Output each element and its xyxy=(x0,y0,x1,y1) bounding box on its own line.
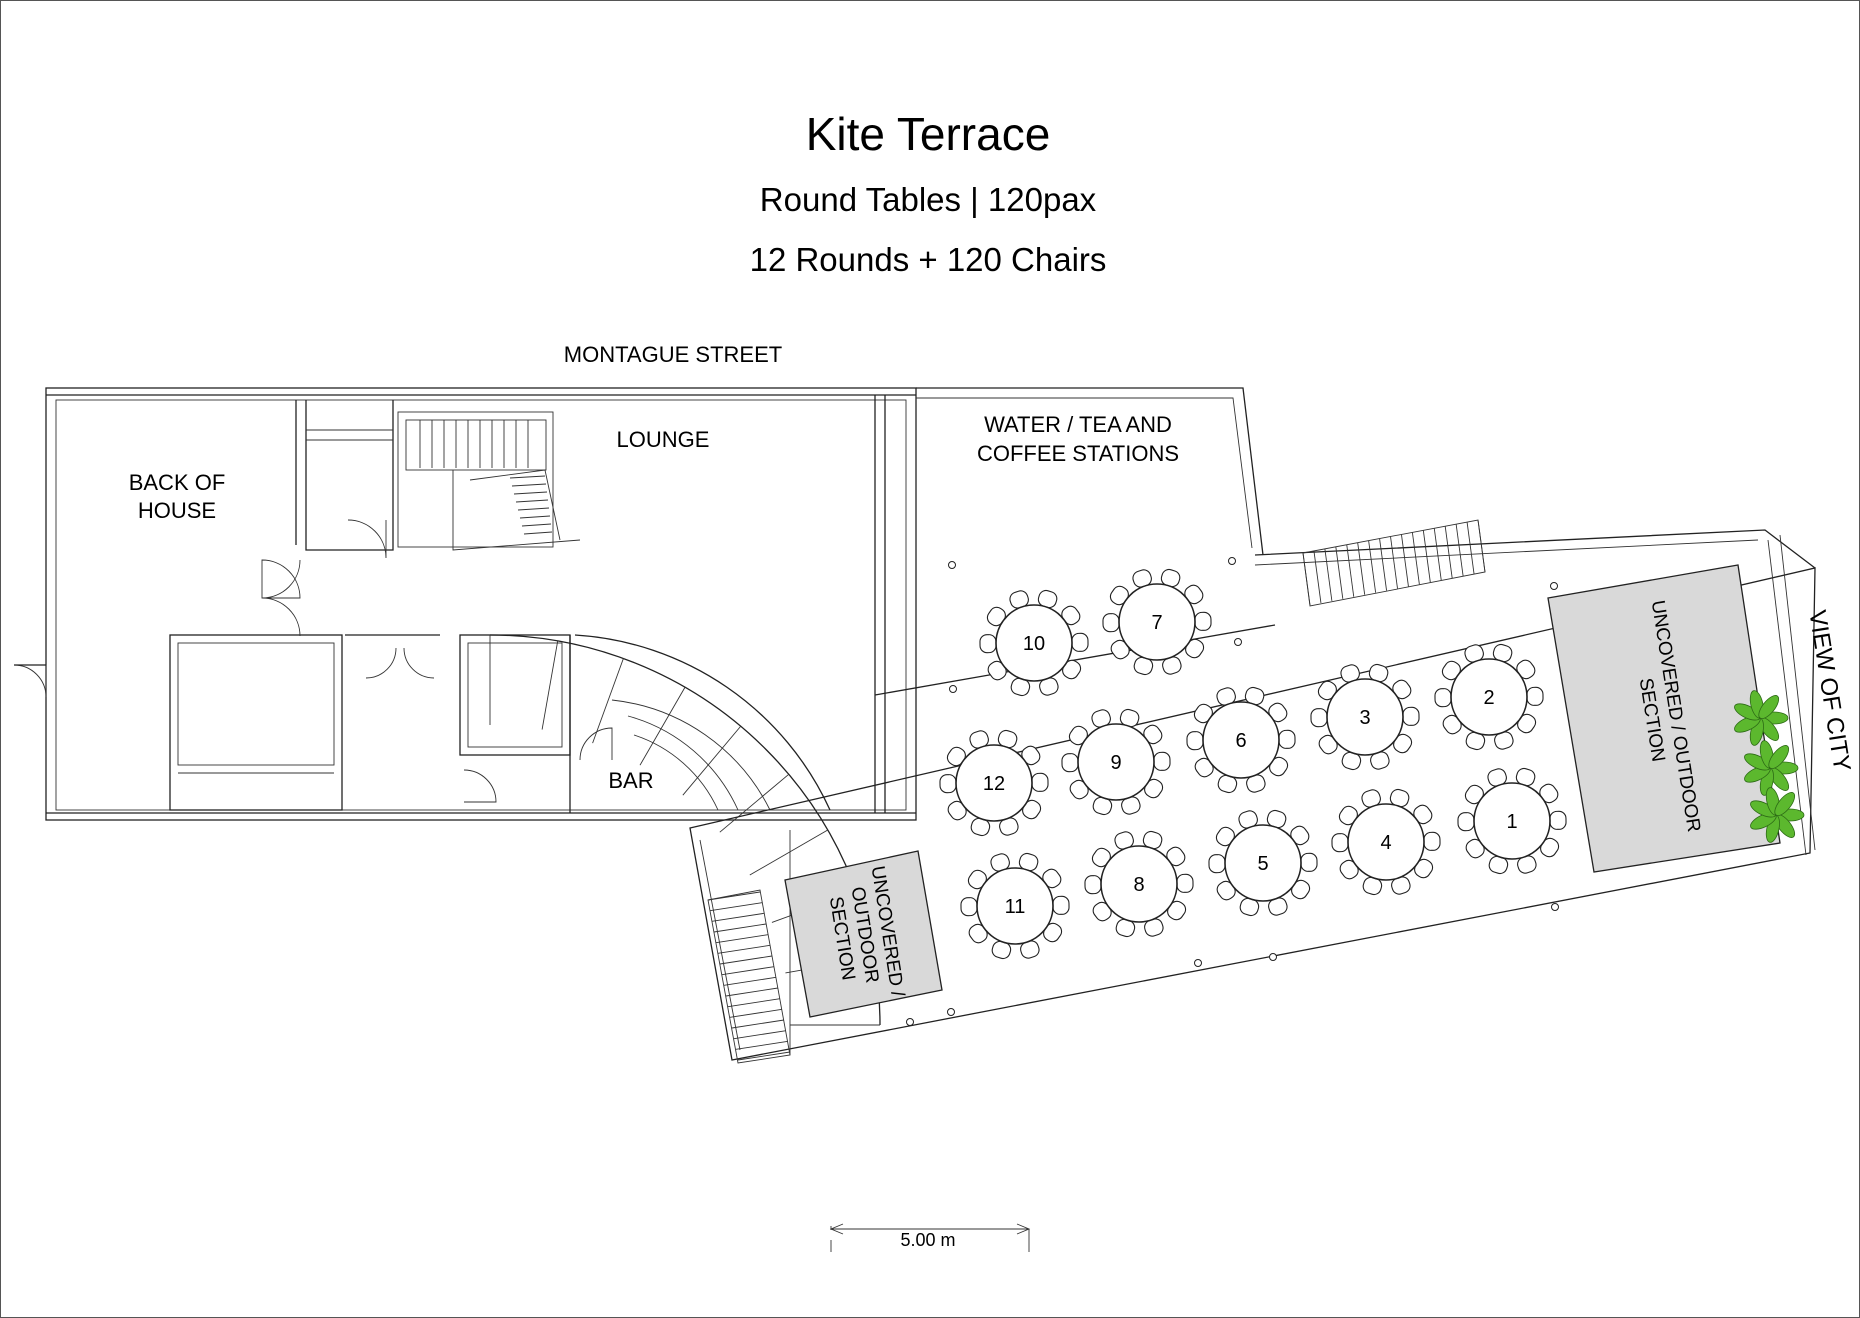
chair xyxy=(1084,875,1102,895)
table-top xyxy=(1450,658,1528,736)
table-top xyxy=(1077,723,1155,801)
table-number: 10 xyxy=(1023,633,1045,655)
columns xyxy=(906,557,1559,1026)
staircase-terrace-bottom xyxy=(707,889,791,1064)
table-number: 12 xyxy=(983,773,1005,795)
chair xyxy=(1423,831,1441,851)
table-top xyxy=(976,867,1054,945)
plan-subtitle: Round Tables | 120pax xyxy=(760,181,1097,218)
table-number: 8 xyxy=(1133,874,1144,896)
chair xyxy=(1031,772,1049,792)
table-top xyxy=(1347,803,1425,881)
chair xyxy=(1402,706,1420,726)
planter-greenery xyxy=(1734,690,1805,843)
outdoor-section-large: UNCOVERED / OUTDOOR SECTION xyxy=(1547,564,1781,873)
chair xyxy=(1526,686,1544,706)
table-top xyxy=(1202,701,1280,779)
lounge-label: LOUNGE xyxy=(617,427,710,452)
chair xyxy=(1153,751,1171,771)
table-3: 3 xyxy=(1310,663,1420,771)
column xyxy=(1269,953,1277,961)
chair xyxy=(1278,729,1296,749)
scale-bar: 5.00 m xyxy=(829,1223,1031,1252)
column xyxy=(947,1008,955,1016)
chair xyxy=(1457,812,1475,832)
table-10: 10 xyxy=(979,589,1089,697)
back-of-house-label-line2: HOUSE xyxy=(138,498,216,523)
plan-setup: 12 Rounds + 120 Chairs xyxy=(750,241,1107,278)
chair xyxy=(960,897,978,917)
table-6: 6 xyxy=(1186,686,1296,794)
column xyxy=(1550,582,1558,590)
chair xyxy=(1208,854,1226,874)
table-2: 2 xyxy=(1434,643,1544,751)
table-number: 1 xyxy=(1506,811,1517,833)
chair xyxy=(1331,833,1349,853)
column xyxy=(949,685,957,693)
plant-leaf xyxy=(1758,695,1780,720)
plant-leaf xyxy=(1768,745,1790,770)
column xyxy=(1234,638,1242,646)
terrace-outline xyxy=(689,387,1816,1061)
plan-title: Kite Terrace xyxy=(806,108,1051,160)
table-11: 11 xyxy=(960,852,1070,960)
outdoor-section-small: UNCOVERED / OUTDOOR SECTION xyxy=(784,850,943,1018)
chair xyxy=(1186,731,1204,751)
table-number: 2 xyxy=(1483,687,1494,709)
chair xyxy=(1052,895,1070,915)
column xyxy=(1228,557,1236,565)
chair xyxy=(1434,688,1452,708)
table-top xyxy=(995,604,1073,682)
table-12: 12 xyxy=(939,729,1049,837)
table-number: 7 xyxy=(1151,612,1162,634)
chair xyxy=(1194,611,1212,631)
staircase-terrace-top xyxy=(1302,519,1486,607)
building-walls xyxy=(13,387,917,821)
table-top xyxy=(955,744,1033,822)
column xyxy=(1194,959,1202,967)
chair xyxy=(939,774,957,794)
street-label: MONTAGUE STREET xyxy=(564,342,782,367)
table-top xyxy=(1118,583,1196,661)
view-of-city-label: VIEW OF CITY xyxy=(1803,608,1855,773)
table-number: 5 xyxy=(1257,853,1268,875)
column xyxy=(948,561,956,569)
chair xyxy=(1310,708,1328,728)
table-top xyxy=(1100,845,1178,923)
table-9: 9 xyxy=(1061,708,1171,816)
table-top xyxy=(1473,782,1551,860)
table-7: 7 xyxy=(1102,568,1212,676)
stations-label-line1: WATER / TEA AND xyxy=(984,412,1172,437)
chair xyxy=(1300,852,1318,872)
table-number: 11 xyxy=(1005,896,1026,918)
table-number: 3 xyxy=(1359,707,1370,729)
chair xyxy=(1176,873,1194,893)
table-number: 6 xyxy=(1235,730,1246,752)
chair xyxy=(979,634,997,654)
scale-bar-label: 5.00 m xyxy=(900,1230,955,1250)
table-4: 4 xyxy=(1331,788,1441,896)
plant-leaf xyxy=(1774,792,1796,817)
table-top xyxy=(1224,824,1302,902)
chair xyxy=(1102,613,1120,633)
column xyxy=(906,1018,914,1026)
staircase-lounge xyxy=(397,411,581,551)
chair xyxy=(1549,810,1567,830)
chair xyxy=(1071,632,1089,652)
column xyxy=(1551,903,1559,911)
table-5: 5 xyxy=(1208,809,1318,917)
back-of-house-label-line1: BACK OF xyxy=(129,470,226,495)
table-1: 1 xyxy=(1457,767,1567,875)
table-8: 8 xyxy=(1084,830,1194,938)
stations-label-line2: COFFEE STATIONS xyxy=(977,441,1179,466)
bar-label: BAR xyxy=(608,768,653,793)
table-top xyxy=(1326,678,1404,756)
table-number: 9 xyxy=(1110,752,1121,774)
table-number: 4 xyxy=(1380,832,1391,854)
chair xyxy=(1061,753,1079,773)
